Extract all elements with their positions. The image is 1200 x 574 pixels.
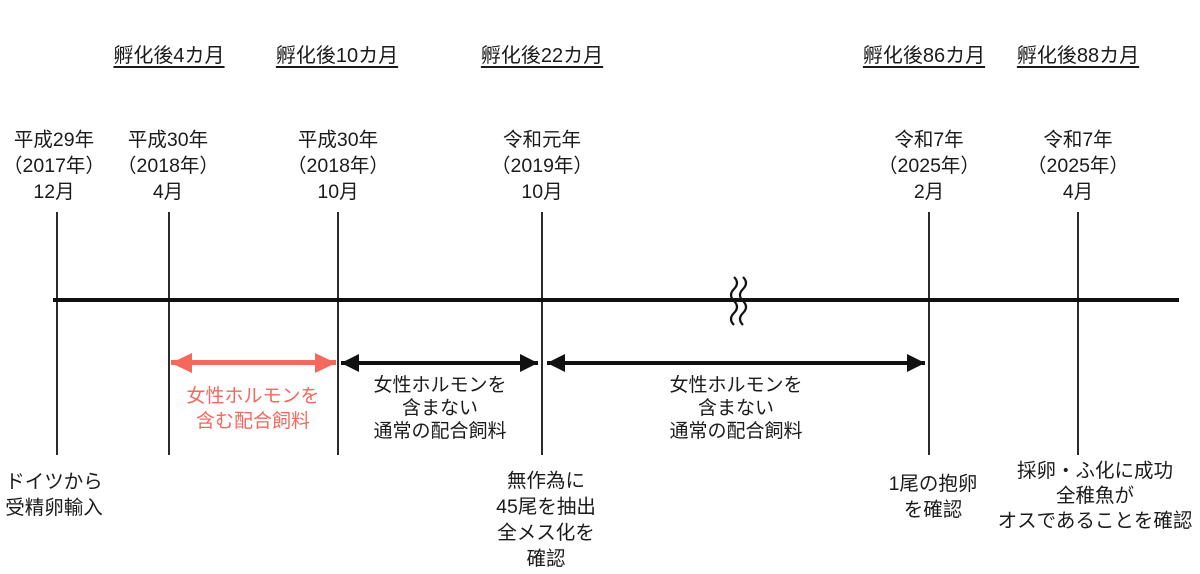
date-era: 令和7年: [894, 129, 964, 151]
event-note-line: 全稚魚が: [1055, 485, 1134, 507]
date-month: 4月: [152, 181, 184, 203]
event-note-line: 受精卵輸入: [5, 497, 103, 519]
date-year: （2025年）: [878, 155, 980, 177]
date-era: 平成30年: [127, 129, 209, 151]
date-era: 令和元年: [502, 129, 582, 151]
date-year: （2018年）: [117, 155, 219, 177]
timeline-tick: [1077, 212, 1079, 455]
period-arrow-normal-feed-1: [341, 361, 538, 365]
date-year: （2025年）: [1027, 155, 1129, 177]
date-month: 10月: [521, 181, 563, 203]
date-month: 12月: [33, 181, 75, 203]
timeline-tick: [337, 212, 339, 455]
event-note-hatch-success: 採卵・ふ化に成功 全稚魚が オスであることを確認: [998, 459, 1193, 534]
date-month: 10月: [317, 181, 359, 203]
event-note-line: ドイツから: [5, 471, 103, 493]
event-note-line: 採卵・ふ化に成功: [1016, 460, 1173, 482]
date-era: 令和7年: [1043, 129, 1113, 151]
date-label: 令和元年 （2019年） 10月: [491, 127, 593, 205]
event-note-line: 全メス化を: [497, 522, 595, 544]
timeline-tick: [168, 212, 170, 455]
period-label-line: 女性ホルモンを: [186, 386, 320, 407]
period-label-normal-feed-2: 女性ホルモンを 含まない 通常の配合飼料: [669, 374, 802, 443]
period-label-line: 通常の配合飼料: [373, 421, 507, 442]
hatch-age-label: 孵化後4カ月: [113, 45, 225, 67]
hatch-age-label: 孵化後86カ月: [862, 45, 986, 67]
hatch-age-label: 孵化後22カ月: [480, 45, 604, 67]
timeline-tick: [541, 212, 543, 455]
period-label-line: 含まない: [697, 398, 775, 419]
period-arrow-hormone-feed: [171, 360, 336, 365]
period-arrow-normal-feed-2: [547, 361, 925, 365]
date-label: 令和7年 （2025年） 2月: [878, 127, 980, 205]
event-note-line: を確認: [903, 499, 963, 521]
date-label: 平成30年 （2018年） 4月: [117, 127, 219, 205]
date-era: 平成29年: [13, 129, 95, 151]
period-label-line: 女性ホルモンを: [669, 375, 803, 396]
date-label: 平成29年 （2017年） 12月: [3, 127, 105, 205]
date-year: （2017年）: [3, 155, 105, 177]
event-note-line: 1尾の抱卵: [888, 473, 978, 495]
period-label-line: 通常の配合飼料: [669, 421, 803, 442]
period-label-line: 女性ホルモンを: [373, 375, 507, 396]
event-note-feminization: 無作為に 45尾を抽出 全メス化を 確認: [496, 468, 596, 572]
period-label-normal-feed-1: 女性ホルモンを 含まない 通常の配合飼料: [373, 374, 506, 443]
period-label-hormone-feed: 女性ホルモンを 含む配合飼料: [186, 384, 319, 434]
timeline-tick: [56, 212, 58, 455]
event-note-line: 確認: [526, 548, 566, 570]
date-month: 2月: [913, 181, 945, 203]
timeline-axis: [53, 298, 1179, 302]
date-year: （2019年）: [491, 155, 593, 177]
event-note-line: 45尾を抽出: [496, 496, 596, 518]
axis-break-icon: [729, 276, 748, 326]
hatch-age-label: 孵化後88カ月: [1016, 45, 1140, 67]
date-label: 令和7年 （2025年） 4月: [1027, 127, 1129, 205]
event-note-import: ドイツから 受精卵輸入: [5, 469, 103, 521]
timeline-tick: [928, 212, 930, 455]
period-label-line: 含まない: [401, 398, 479, 419]
date-label: 平成30年 （2018年） 10月: [287, 127, 389, 205]
event-note-egg-bearing: 1尾の抱卵 を確認: [889, 471, 978, 523]
date-era: 平成30年: [297, 129, 379, 151]
date-year: （2018年）: [287, 155, 389, 177]
hatch-age-label: 孵化後10カ月: [275, 45, 399, 67]
event-note-line: 無作為に: [506, 470, 586, 492]
event-note-line: オスであることを確認: [997, 510, 1193, 532]
date-month: 4月: [1062, 181, 1094, 203]
period-label-line: 含む配合飼料: [195, 411, 311, 432]
